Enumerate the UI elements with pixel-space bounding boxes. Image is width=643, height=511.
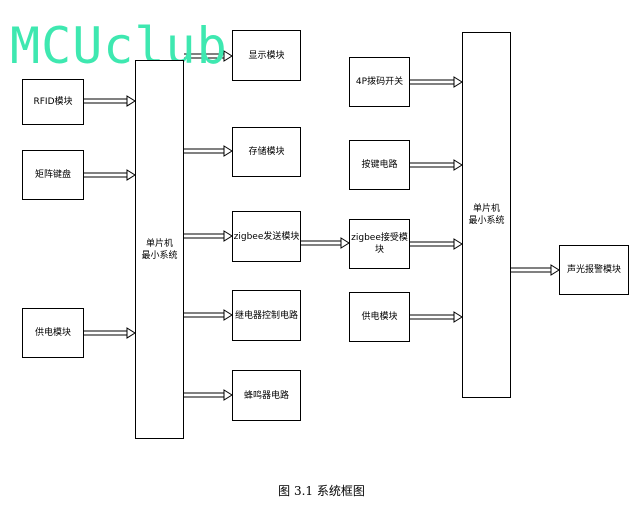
rfid-module-box: RFID模块: [22, 79, 84, 125]
alarm-module-box: 声光报警模块: [559, 245, 629, 295]
storage-module-box: 存储模块: [232, 127, 301, 177]
buzzer-circuit-box: 蜂鸣器电路: [232, 370, 301, 421]
right-power-module-box: 供电模块: [349, 292, 410, 342]
left-mcu-box: 单片机 最小系统: [135, 60, 184, 439]
left-power-module-box: 供电模块: [22, 308, 84, 358]
arrow-zigbee-tx-to-rx: [301, 237, 350, 249]
dip-switch-box: 4P拨码开关: [349, 57, 410, 107]
arrows-layer: [84, 50, 560, 401]
arrow-mcu-to-relay: [184, 309, 233, 321]
arrow-mcu-to-storage: [184, 145, 233, 157]
arrow-mcu-to-buzzer: [184, 389, 233, 401]
arrow-mcu-to-alarm: [511, 264, 560, 276]
arrow-mcu-to-display: [184, 50, 233, 62]
right-mcu-box: 单片机 最小系统: [462, 32, 511, 398]
arrow-zigbee-rx-to-mcu: [410, 238, 463, 250]
arrow-dip-to-mcu: [410, 76, 463, 88]
zigbee-rx-module-box: zigbee接受模块: [349, 219, 410, 269]
arrow-rfid-to-mcu: [84, 95, 136, 107]
watermark-logo: MCUclub: [10, 17, 228, 75]
zigbee-tx-module-box: zigbee发送模块: [232, 211, 301, 262]
figure-caption: 图 3.1 系统框图: [278, 484, 365, 498]
arrow-button-to-mcu: [410, 159, 463, 171]
arrow-mcu-to-zigbee-tx: [184, 230, 233, 242]
matrix-keypad-box: 矩阵键盘: [22, 150, 84, 200]
button-circuit-box: 按键电路: [349, 140, 410, 190]
relay-circuit-box: 继电器控制电路: [232, 290, 301, 341]
arrow-power2-to-mcu: [410, 311, 463, 323]
display-module-box: 显示模块: [232, 30, 301, 81]
arrow-keypad-to-mcu: [84, 169, 136, 181]
arrow-power-to-mcu: [84, 327, 136, 339]
